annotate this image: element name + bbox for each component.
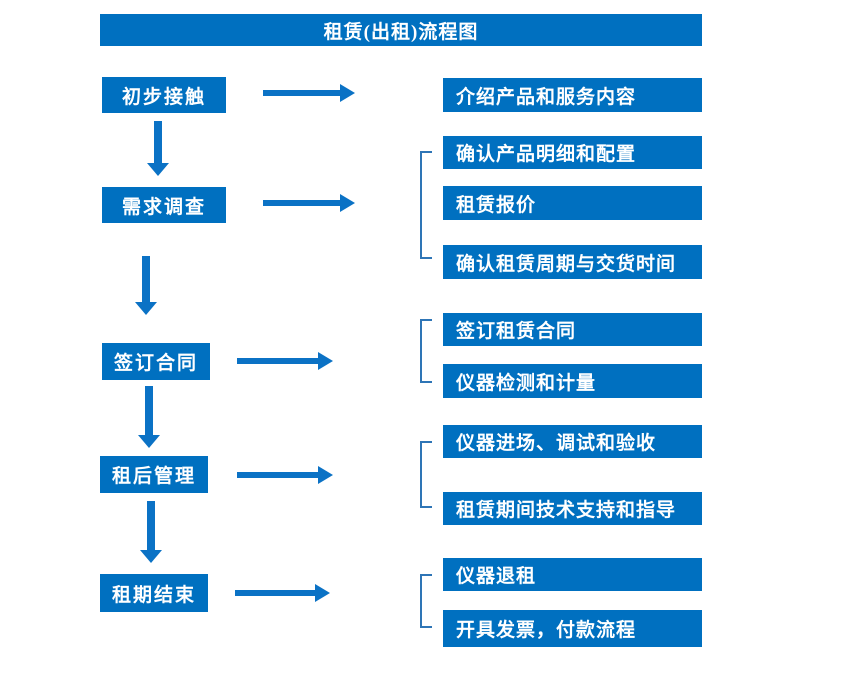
detail-box-sign-rental-contract: 签订租赁合同 bbox=[443, 313, 702, 346]
right-arrow-stem bbox=[237, 358, 319, 364]
group-bracket bbox=[420, 441, 432, 508]
right-arrow-icon bbox=[235, 584, 330, 602]
right-arrow-stem bbox=[263, 90, 341, 96]
detail-box-instrument-setup-acceptance: 仪器进场、调试和验收 bbox=[443, 425, 702, 458]
right-arrow-head bbox=[315, 584, 330, 602]
down-arrow-icon bbox=[140, 501, 162, 563]
right-arrow-head bbox=[318, 352, 333, 370]
detail-box-introduce-products: 介绍产品和服务内容 bbox=[443, 78, 702, 112]
group-bracket bbox=[420, 574, 432, 628]
right-arrow-stem bbox=[263, 200, 341, 206]
down-arrow-icon bbox=[138, 386, 160, 448]
down-arrow-head bbox=[147, 163, 169, 176]
down-arrow-stem bbox=[145, 386, 153, 436]
down-arrow-stem bbox=[142, 256, 150, 303]
down-arrow-stem bbox=[147, 501, 155, 551]
right-arrow-head bbox=[340, 194, 355, 212]
down-arrow-icon bbox=[135, 256, 157, 315]
right-arrow-stem bbox=[235, 590, 316, 596]
detail-box-confirm-period-delivery: 确认租赁周期与交货时间 bbox=[443, 245, 702, 279]
down-arrow-stem bbox=[154, 121, 162, 164]
right-arrow-head bbox=[318, 466, 333, 484]
down-arrow-head bbox=[135, 302, 157, 315]
step-box-sign-contract: 签订合同 bbox=[102, 343, 210, 380]
right-arrow-icon bbox=[263, 194, 355, 212]
detail-box-confirm-product-config: 确认产品明细和配置 bbox=[443, 136, 702, 169]
right-arrow-icon bbox=[263, 84, 355, 102]
right-arrow-head bbox=[340, 84, 355, 102]
step-box-post-rental-management: 租后管理 bbox=[100, 456, 208, 493]
down-arrow-head bbox=[140, 550, 162, 563]
detail-box-rental-quote: 租赁报价 bbox=[443, 186, 702, 220]
detail-box-invoice-payment: 开具发票，付款流程 bbox=[443, 610, 702, 647]
right-arrow-icon bbox=[237, 466, 333, 484]
detail-box-instrument-return: 仪器退租 bbox=[443, 558, 702, 591]
down-arrow-icon bbox=[147, 121, 169, 176]
down-arrow-head bbox=[138, 435, 160, 448]
group-bracket bbox=[420, 319, 432, 383]
step-box-demand-survey: 需求调查 bbox=[102, 187, 226, 223]
right-arrow-stem bbox=[237, 472, 319, 478]
detail-box-tech-support: 租赁期间技术支持和指导 bbox=[443, 492, 702, 525]
step-box-initial-contact: 初步接触 bbox=[102, 77, 226, 113]
right-arrow-icon bbox=[237, 352, 333, 370]
group-bracket bbox=[420, 151, 432, 259]
flowchart-title: 租赁(出租)流程图 bbox=[100, 14, 702, 46]
detail-box-instrument-testing: 仪器检测和计量 bbox=[443, 364, 702, 398]
step-box-rental-end: 租期结束 bbox=[100, 574, 208, 612]
